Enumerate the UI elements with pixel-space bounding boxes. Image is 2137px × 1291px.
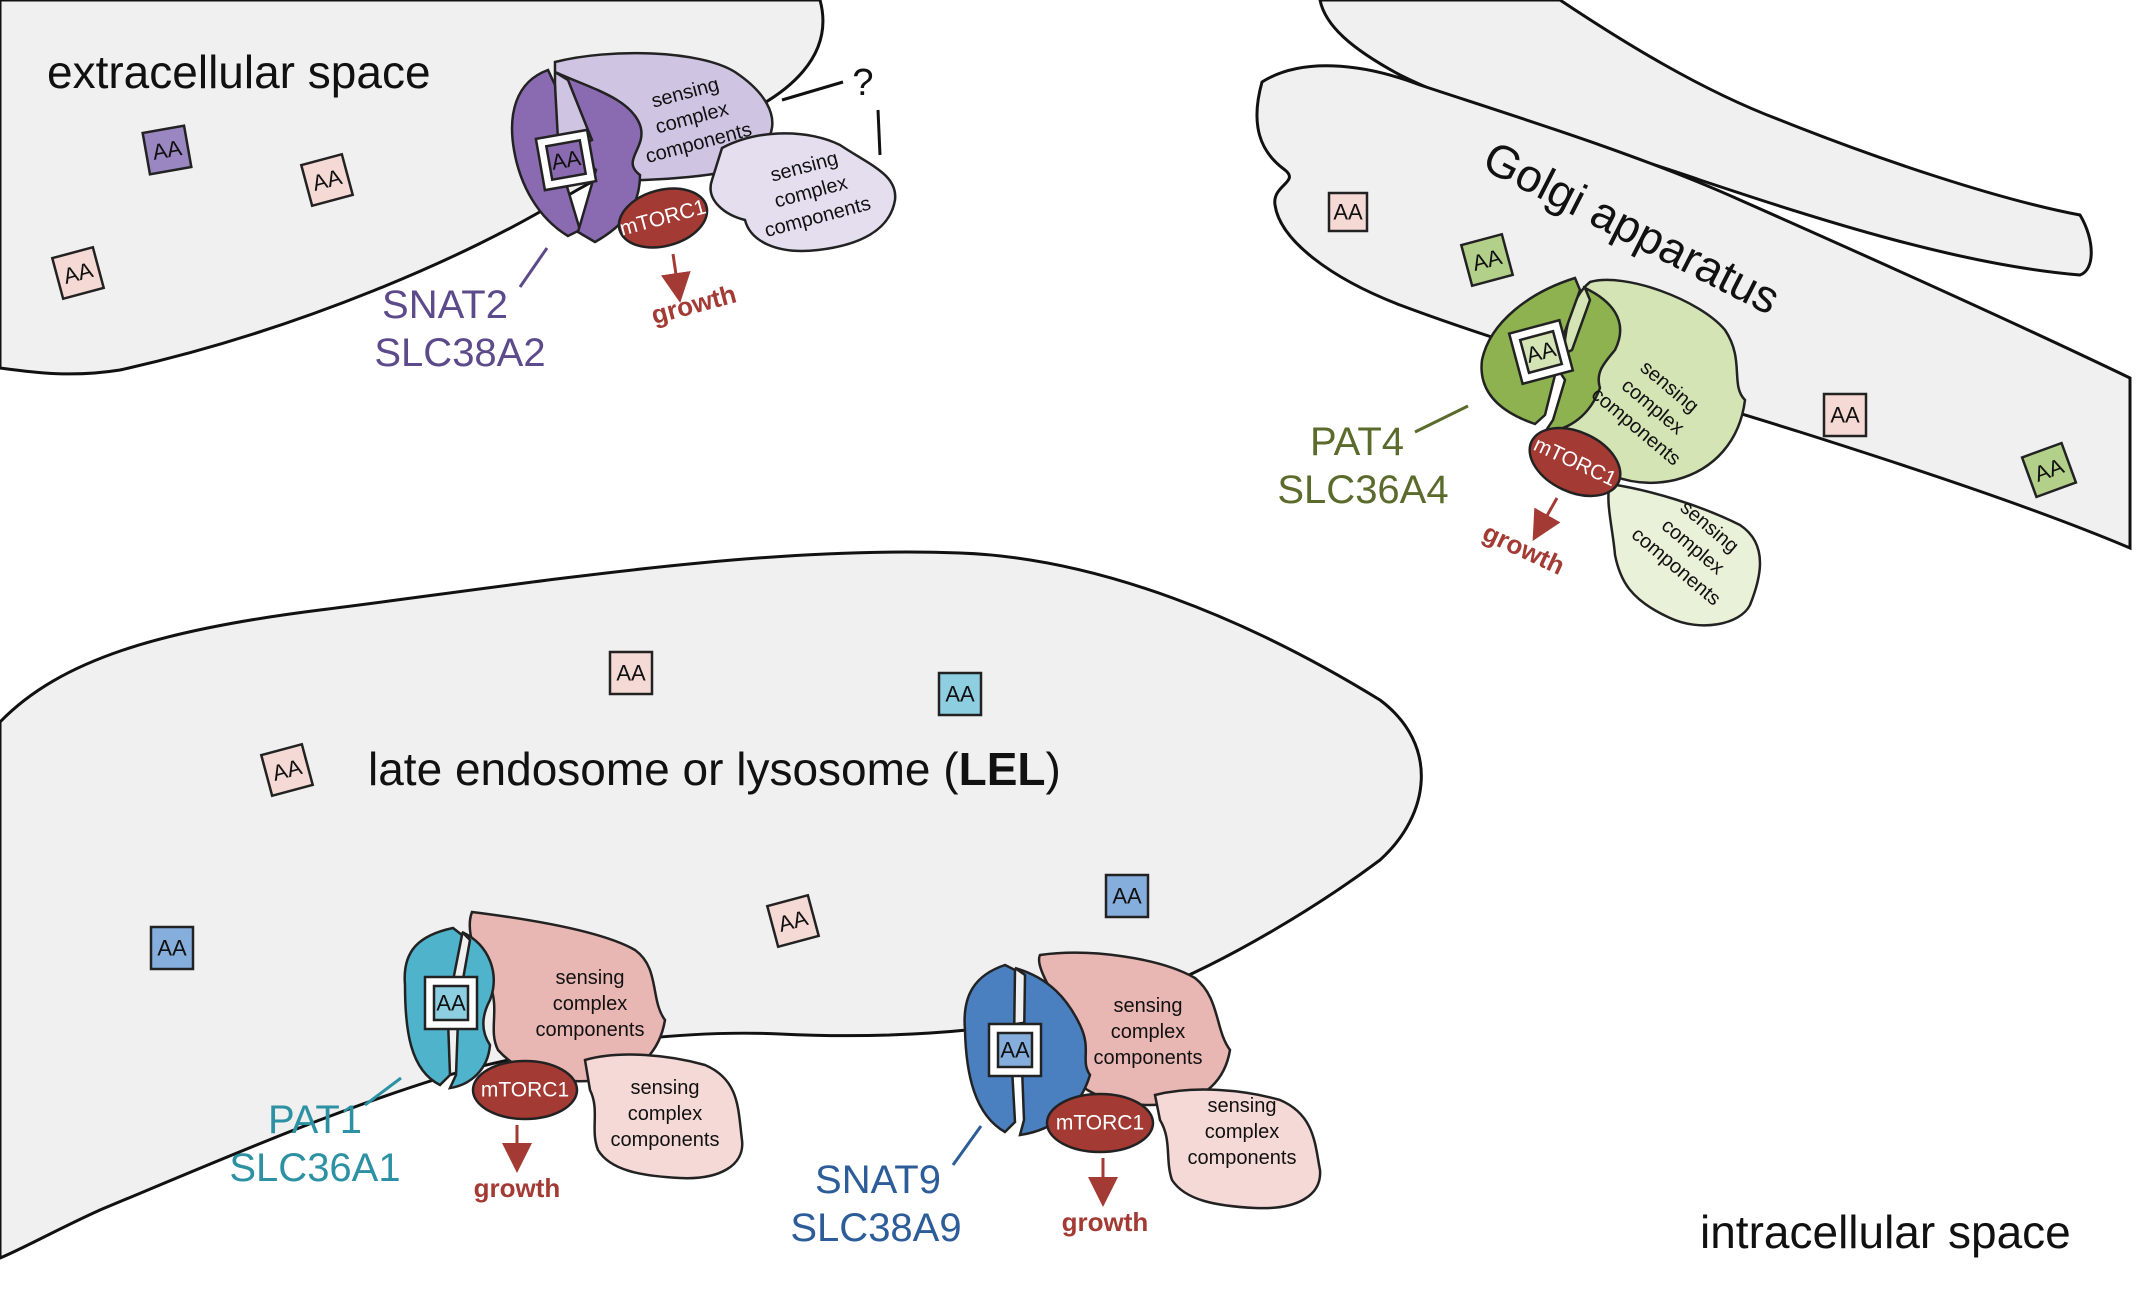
- svg-text:sensing: sensing: [631, 1077, 700, 1099]
- mtorc1: mTORC1: [1528, 426, 1622, 498]
- snat9-name: SNAT9: [815, 1158, 941, 1202]
- aa-bound: AA: [1507, 318, 1575, 386]
- aa-free-6: AA: [1822, 392, 1868, 438]
- svg-text:AA: AA: [1830, 403, 1860, 428]
- sensing-label-outer: sensing complex components: [1094, 995, 1203, 1069]
- aa-free-7: AA: [2020, 441, 2078, 499]
- snat9-leader-line: [951, 1125, 983, 1166]
- extracellular-space-label: extracellular space: [47, 46, 431, 98]
- pat4-gene: SLC36A4: [1277, 468, 1448, 512]
- snat9-complex: AA mTORC1 growth sensing complex compone…: [790, 951, 1322, 1250]
- svg-text:sensing: sensing: [1114, 995, 1183, 1017]
- pat4-leader-line: [1414, 404, 1469, 434]
- lel-label-prefix: late endosome or lysosome (: [368, 743, 959, 795]
- lel-label-suffix: ): [1046, 743, 1061, 795]
- pat1-name: PAT1: [268, 1098, 362, 1142]
- svg-text:AA: AA: [157, 936, 187, 961]
- svg-text:mTORC1: mTORC1: [481, 1079, 569, 1102]
- svg-text:complex: complex: [553, 993, 627, 1015]
- svg-text:AA: AA: [1000, 1038, 1030, 1063]
- svg-text:components: components: [1094, 1047, 1203, 1069]
- snat2-transporter-left: [510, 68, 582, 238]
- aa-bound: AA: [987, 1022, 1043, 1078]
- growth-label: growth: [474, 1173, 561, 1203]
- snat2-name: SNAT2: [382, 283, 508, 327]
- growth-label: growth: [1478, 517, 1569, 581]
- snat2-transporter-right: [554, 70, 643, 244]
- svg-text:sensing: sensing: [556, 967, 625, 989]
- aa-free-9: AA: [937, 671, 983, 717]
- sensing-complex-inner: [709, 132, 897, 253]
- mtorc1: mTORC1: [471, 1059, 579, 1121]
- snat2-leader-line: [518, 247, 549, 288]
- question-line-h: [781, 80, 844, 102]
- aa-free-2: AA: [299, 152, 355, 208]
- sensing-complex-inner: [583, 1053, 744, 1180]
- question-mark: ?: [852, 62, 873, 104]
- intracellular-space-label: intracellular space: [1700, 1206, 2071, 1258]
- aa-free-11: AA: [765, 893, 821, 949]
- aa-free-12: AA: [1104, 873, 1150, 919]
- sensing-complex-inner: [1607, 482, 1762, 627]
- pat1-gene: SLC36A1: [229, 1146, 400, 1190]
- svg-text:AA: AA: [945, 682, 975, 707]
- snat2-gene: SLC38A2: [374, 331, 545, 375]
- growth-arrow: [1532, 497, 1561, 542]
- aa-free-1: AA: [141, 124, 193, 176]
- svg-text:AA: AA: [1112, 884, 1142, 909]
- growth-label: growth: [1062, 1207, 1149, 1237]
- growth-label: growth: [648, 279, 739, 330]
- aa-free-4: AA: [1327, 191, 1369, 233]
- svg-text:components: components: [611, 1129, 720, 1151]
- pat4-complex: AA mTORC1 growth sensing complex compone…: [1277, 276, 1762, 627]
- aa-bound: AA: [534, 128, 598, 192]
- aa-free-13: AA: [149, 925, 195, 971]
- mtorc1: mTORC1: [617, 187, 709, 249]
- svg-text:complex: complex: [1111, 1021, 1185, 1043]
- question-line-v: [876, 109, 882, 156]
- aa-free-10: AA: [259, 742, 315, 798]
- svg-text:components: components: [1188, 1147, 1297, 1169]
- svg-text:complex: complex: [1205, 1121, 1279, 1143]
- sensing-label-inner: sensing complex components: [1188, 1095, 1297, 1169]
- svg-text:components: components: [536, 1019, 645, 1041]
- svg-text:AA: AA: [436, 991, 466, 1016]
- svg-text:AA: AA: [1333, 200, 1363, 225]
- lel-region: [0, 550, 1423, 1260]
- svg-text:complex: complex: [628, 1103, 702, 1125]
- pat1-complex: AA mTORC1 growth sensing complex compone…: [229, 910, 744, 1203]
- mtorc1: mTORC1: [1045, 1092, 1155, 1154]
- sensing-label-outer: sensing complex components: [536, 967, 645, 1041]
- svg-text:AA: AA: [150, 135, 184, 165]
- sensing-complex-inner: [1153, 1088, 1322, 1210]
- lel-label-bold: LEL: [959, 743, 1046, 795]
- sensing-label-inner: sensing complex components: [611, 1077, 720, 1151]
- svg-text:sensing: sensing: [1208, 1095, 1277, 1117]
- svg-text:AA: AA: [549, 145, 583, 175]
- snat9-transporter-right: [1003, 966, 1092, 1137]
- pat1-leader-line: [364, 1076, 402, 1107]
- svg-text:mTORC1: mTORC1: [1056, 1112, 1144, 1135]
- pat4-name: PAT4: [1310, 420, 1404, 464]
- snat9-gene: SLC38A9: [790, 1206, 961, 1250]
- aa-bound: AA: [423, 975, 479, 1031]
- growth-arrow: [660, 253, 691, 303]
- snat2-complex: AA mTORC1 growth sensing complex compone…: [374, 51, 897, 375]
- aa-free-5: AA: [1459, 232, 1515, 288]
- lel-label: late endosome or lysosome (LEL): [368, 743, 1061, 795]
- aa-free-3: AA: [50, 245, 106, 301]
- svg-text:AA: AA: [616, 661, 646, 686]
- aa-free-8: AA: [608, 650, 654, 696]
